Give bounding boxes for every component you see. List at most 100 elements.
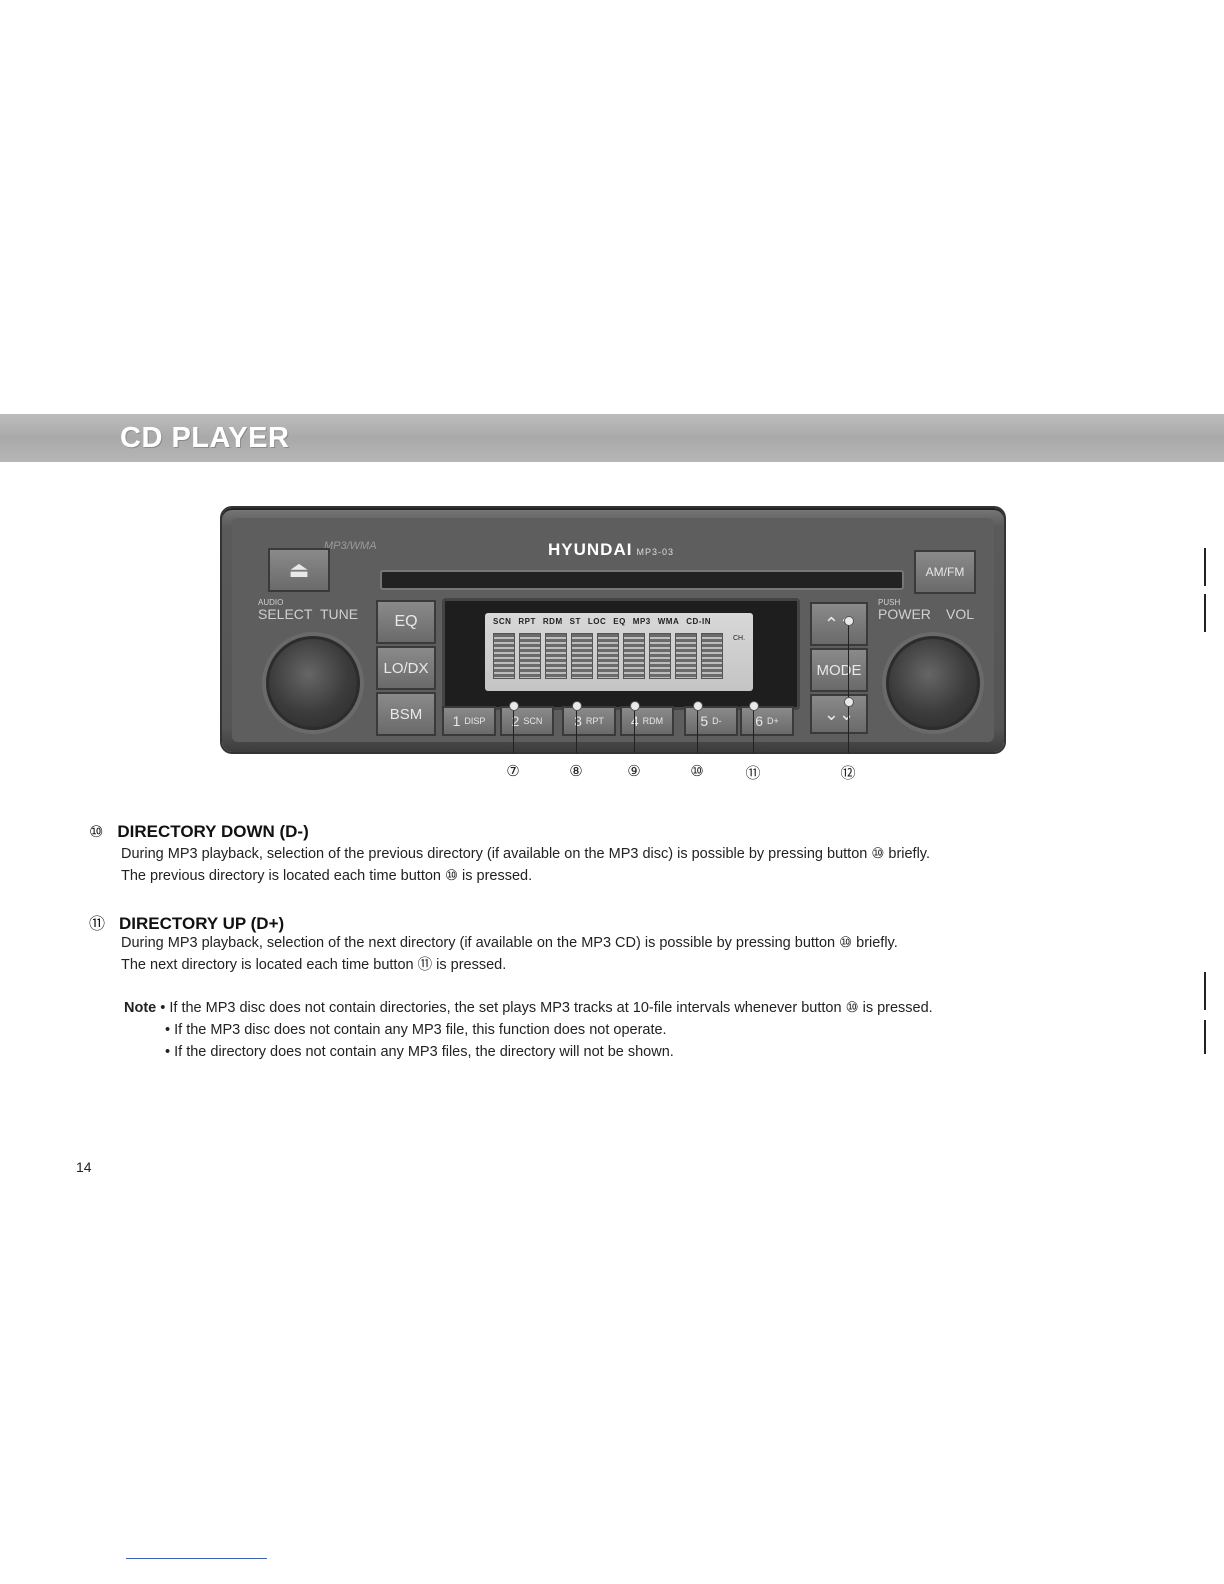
directory-up-text: During MP3 playback, selection of the ne… xyxy=(121,932,898,976)
preset-button-4: 4RDM xyxy=(620,706,674,736)
lcd-indicator: ST xyxy=(569,617,581,626)
lcd-digit xyxy=(623,633,645,679)
section-header-bar: CD PLAYER xyxy=(0,414,1224,462)
lcd-digit xyxy=(701,633,723,679)
paragraph-line: During MP3 playback, selection of the ne… xyxy=(121,935,898,951)
callout-dot xyxy=(844,616,854,626)
margin-bracket xyxy=(1198,972,1206,1010)
lcd-indicator: WMA xyxy=(657,617,680,626)
eject-button: ⏏ xyxy=(268,548,330,592)
brand-name: HYUNDAI xyxy=(548,540,633,559)
lcd-digit xyxy=(649,633,671,679)
directory-down-text: During MP3 playback, selection of the pr… xyxy=(121,843,930,887)
lcd-indicator: CD-IN xyxy=(686,617,711,626)
bsm-button: BSM xyxy=(376,692,436,736)
callout-11: ⑪ xyxy=(745,764,761,782)
heading-text: DIRECTORY DOWN (D-) xyxy=(117,822,309,841)
lcd-digit xyxy=(597,633,619,679)
section-mark: ⑪ xyxy=(89,914,106,933)
tune-label: TUNE xyxy=(320,606,359,622)
section-title: CD PLAYER xyxy=(120,422,290,454)
callout-dot xyxy=(572,701,582,711)
preset-label: D+ xyxy=(767,716,779,726)
page-number: 14 xyxy=(76,1159,92,1175)
lcd-indicator: RDM xyxy=(542,617,563,626)
lcd-ch-label: CH. xyxy=(733,635,746,642)
preset-label: SCN xyxy=(523,716,543,726)
margin-bracket xyxy=(1198,548,1206,586)
disc-slot xyxy=(380,570,904,590)
lcd-digit xyxy=(493,633,515,679)
callout-line-10 xyxy=(697,705,698,753)
lo-dx-button: LO/DX xyxy=(376,646,436,690)
lcd-indicator: LOC xyxy=(587,617,607,626)
section-mark: ⑩ xyxy=(89,822,104,841)
down-button: ⌄⌄ xyxy=(810,694,868,734)
margin-bracket xyxy=(1198,594,1206,632)
callout-line-7 xyxy=(513,705,514,753)
preset-number: 3 xyxy=(574,713,582,729)
callout-7: ⑦ xyxy=(506,762,520,780)
preset-number: 6 xyxy=(755,713,764,729)
volume-knob xyxy=(886,636,980,730)
faceplate-label: MP3/WMA xyxy=(324,540,377,552)
directory-up-heading: ⑪ DIRECTORY UP (D+) xyxy=(89,910,284,934)
preset-number: 1 xyxy=(452,713,461,729)
callout-dot xyxy=(749,701,759,711)
push-label: PUSH xyxy=(878,598,901,607)
directory-down-heading: ⑩ DIRECTORY DOWN (D-) xyxy=(89,822,309,842)
paragraph-line: The next directory is located each time … xyxy=(121,957,507,973)
callout-dot xyxy=(509,701,519,711)
callout-line-12 xyxy=(848,620,849,753)
lcd-digit xyxy=(545,633,567,679)
mode-button: MODE xyxy=(810,648,868,692)
lcd-indicator: SCN xyxy=(493,617,512,626)
preset-label: DISP xyxy=(464,716,486,726)
callout-dot xyxy=(693,701,703,711)
callout-line-11 xyxy=(753,705,754,753)
note-bullet: • If the directory does not contain any … xyxy=(165,1044,674,1060)
preset-number: 2 xyxy=(511,713,520,729)
select-label: SELECT xyxy=(258,606,313,622)
callout-8: ⑧ xyxy=(569,762,583,780)
margin-bracket xyxy=(1198,1020,1206,1054)
audio-label: AUDIO xyxy=(258,598,284,607)
note-label: Note xyxy=(124,1000,157,1016)
paragraph-line: During MP3 playback, selection of the pr… xyxy=(121,846,931,862)
paragraph-line: The previous directory is located each t… xyxy=(121,868,533,884)
callout-line-8 xyxy=(576,705,577,753)
callout-dot xyxy=(844,697,854,707)
lcd-digit xyxy=(675,633,697,679)
select-knob xyxy=(266,636,360,730)
lcd-digits xyxy=(493,633,727,684)
lcd-digit xyxy=(571,633,593,679)
note-bullet: • If the MP3 disc does not contain any M… xyxy=(165,1022,667,1038)
lcd-indicator: MP3 xyxy=(632,617,651,626)
am-fm-button: AM/FM xyxy=(914,550,976,594)
lcd-digit xyxy=(519,633,541,679)
callout-12: ⑫ xyxy=(840,764,856,782)
note-bullet: • If the MP3 disc does not contain direc… xyxy=(160,1000,933,1016)
callout-9: ⑨ xyxy=(627,762,641,780)
preset-label: RPT xyxy=(585,716,604,726)
preset-label: RDM xyxy=(642,716,664,726)
vol-label: VOL xyxy=(946,606,975,622)
callout-dot xyxy=(630,701,640,711)
lcd-indicator: EQ xyxy=(613,617,626,626)
up-button: ⌃⌃ xyxy=(810,602,868,646)
callout-line-9 xyxy=(634,705,635,753)
preset-label: D- xyxy=(712,716,722,726)
model-name: MP3-03 xyxy=(636,547,674,557)
note-line-1: Note • If the MP3 disc does not contain … xyxy=(124,1000,933,1016)
heading-text: DIRECTORY UP (D+) xyxy=(119,914,285,933)
